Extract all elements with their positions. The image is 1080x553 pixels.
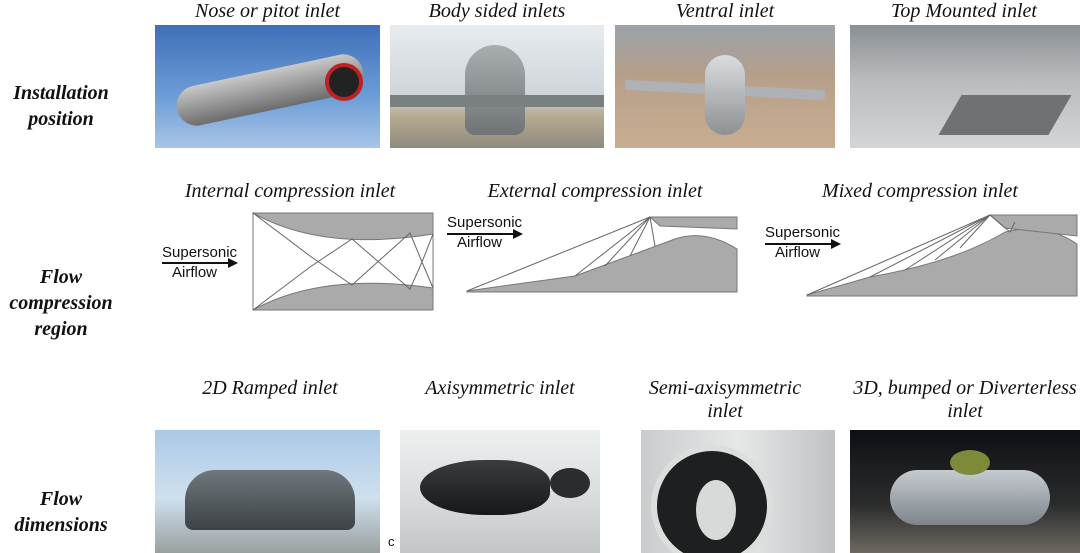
- caption-internal: Internal compression inlet: [184, 180, 396, 202]
- photo-2d-ramped-jet: [155, 430, 380, 553]
- caption-mixed: Mixed compression inlet: [822, 180, 1018, 202]
- caption-semi-axisymmetric: Semi-axisymmetric inlet: [648, 377, 802, 422]
- airflow-text: Supersonic: [447, 214, 523, 231]
- caption-ventral: Ventral inlet: [675, 0, 775, 22]
- caption-3d-bumped: 3D, bumped or Diverterless inlet: [853, 377, 1077, 422]
- airflow-text: Supersonic: [162, 244, 238, 261]
- caption-top-mounted: Top Mounted inlet: [891, 0, 1037, 22]
- external-compression-diagram: [466, 216, 738, 293]
- caption-external: External compression inlet: [487, 180, 703, 202]
- photo-axisymmetric-jet: [400, 430, 600, 553]
- arrow-icon: [765, 239, 841, 249]
- photo-top-mounted-jet: [850, 25, 1080, 148]
- photo-body-sided-jet: [390, 25, 604, 148]
- mixed-compression-diagram: [806, 214, 1078, 297]
- airflow-text: Airflow: [457, 234, 503, 251]
- arrow-icon: [162, 258, 238, 268]
- row-label-dimensions: Flow dimensions: [14, 488, 108, 536]
- caption-body-sided: Body sided inlets: [428, 0, 566, 22]
- airflow-text: Airflow: [172, 264, 218, 281]
- photo-nose-inlet-jet: [155, 25, 380, 148]
- caption-2d-ramped: 2D Ramped inlet: [202, 377, 338, 399]
- caption-axisymmetric: Axisymmetric inlet: [425, 377, 575, 399]
- caption-nose-inlet: Nose or pitot inlet: [195, 0, 340, 22]
- airflow-text: Supersonic: [765, 224, 841, 241]
- row-label-compression: Flow compression region: [9, 266, 113, 340]
- photo-diverterless-jet: [850, 430, 1080, 553]
- internal-compression-diagram: [252, 212, 434, 311]
- row-label-installation: Installation position: [13, 82, 109, 130]
- arrow-icon: [447, 229, 523, 239]
- stray-mark: c: [388, 534, 395, 549]
- airflow-text: Airflow: [775, 244, 821, 261]
- photo-semi-axisymmetric-jet: [641, 430, 835, 553]
- photo-ventral-jet: [615, 25, 835, 148]
